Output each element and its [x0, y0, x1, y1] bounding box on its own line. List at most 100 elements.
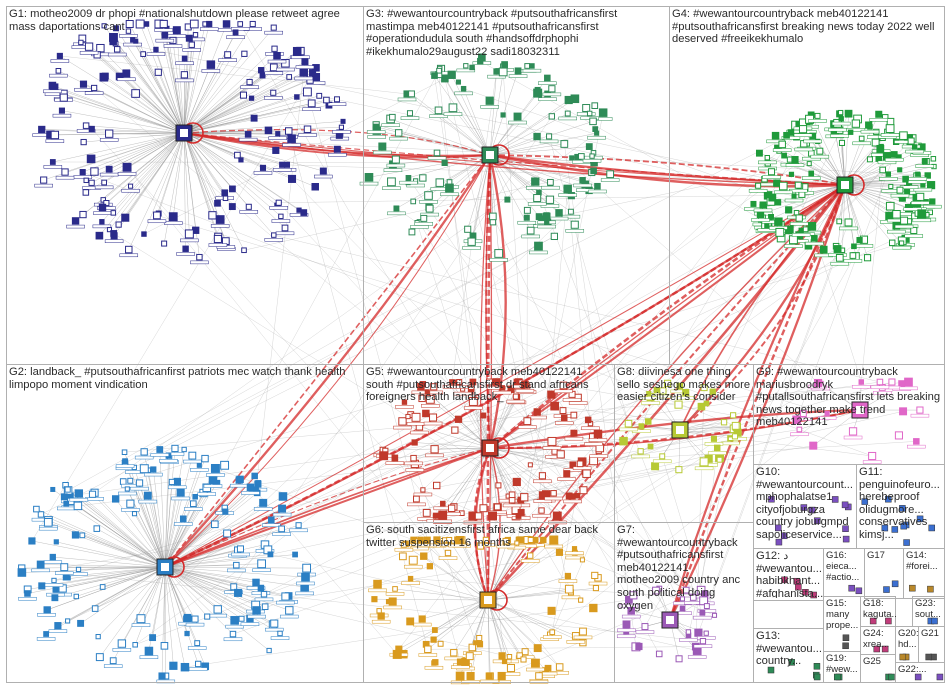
- node-avatar: [392, 586, 398, 592]
- node-avatar: [679, 596, 686, 602]
- node-avatar: [469, 378, 477, 386]
- node-avatar: [848, 129, 854, 135]
- strong-edge: [164, 447, 491, 568]
- node-label-stub: [182, 48, 201, 52]
- node-label-stub: [119, 34, 138, 38]
- node-avatar: [455, 536, 464, 544]
- node-avatar: [61, 168, 69, 176]
- node-label-stub: [565, 229, 585, 233]
- node-avatar: [579, 486, 588, 495]
- edge-g1: [105, 75, 185, 134]
- edge-g1: [183, 132, 278, 134]
- edge-between-groups: [497, 461, 705, 508]
- node-avatar: [234, 588, 243, 597]
- node-label-stub: [276, 67, 295, 72]
- node-avatar: [479, 504, 488, 513]
- node-avatar: [785, 206, 793, 214]
- edge-g5: [414, 442, 491, 449]
- node-avatar: [813, 663, 821, 670]
- node-label-stub: [401, 581, 420, 585]
- node-avatar: [316, 92, 323, 99]
- node-avatar: [780, 532, 788, 540]
- node-avatar: [703, 603, 710, 609]
- node-avatar: [101, 179, 107, 186]
- node-avatar: [113, 46, 121, 53]
- node-label-stub: [199, 27, 219, 31]
- node-label-stub: [385, 591, 405, 596]
- node-avatar: [419, 174, 427, 182]
- node-avatar: [508, 496, 516, 504]
- edge-g2: [121, 566, 166, 644]
- node-avatar: [433, 536, 441, 544]
- node-avatar: [213, 605, 222, 614]
- node-avatar: [806, 161, 812, 167]
- edge-g2: [92, 494, 166, 568]
- node-avatar: [334, 96, 340, 103]
- node-avatar: [619, 436, 628, 446]
- edge-g2: [164, 564, 237, 568]
- node-avatar: [323, 96, 330, 104]
- edge-g1: [183, 71, 304, 134]
- node-avatar: [515, 513, 522, 519]
- node-label-stub: [410, 430, 429, 435]
- node-label-stub: [190, 468, 209, 472]
- edge-g2: [164, 481, 178, 568]
- node-label-stub: [37, 613, 56, 617]
- node-avatar: [696, 585, 706, 595]
- edge-g2: [164, 566, 305, 588]
- node-avatar: [888, 378, 896, 386]
- node-avatar: [100, 197, 106, 203]
- node-label-stub: [589, 454, 608, 458]
- group-frame-g25: [860, 654, 896, 683]
- edge-g1: [156, 132, 185, 216]
- node-label-stub: [99, 172, 119, 177]
- node-avatar: [236, 545, 244, 553]
- node-avatar: [124, 486, 130, 492]
- node-avatar: [208, 211, 217, 220]
- edge-g6: [487, 588, 570, 601]
- node-label-stub: [43, 89, 62, 94]
- node-avatar: [88, 490, 97, 498]
- edge-g4: [844, 181, 910, 186]
- edge-g1: [183, 132, 282, 217]
- hub-avatar-inner: [180, 129, 188, 137]
- node-avatar: [675, 655, 683, 663]
- edge-g3: [467, 154, 491, 230]
- node-label-stub: [76, 129, 96, 133]
- node-avatar: [426, 563, 434, 570]
- node-avatar: [498, 652, 506, 660]
- node-avatar: [259, 164, 267, 171]
- edge-between-groups: [410, 578, 706, 599]
- node-label-stub: [280, 614, 299, 619]
- node-avatar: [714, 444, 721, 452]
- edge-g1: [183, 132, 190, 234]
- node-avatar: [637, 448, 644, 455]
- node-avatar: [556, 450, 565, 459]
- edge-g6: [398, 599, 489, 650]
- edge-g1: [183, 64, 212, 134]
- node-avatar: [441, 74, 449, 83]
- node-avatar: [448, 103, 458, 113]
- node-label-stub: [697, 609, 717, 613]
- node-label-stub: [794, 147, 814, 152]
- node-avatar: [418, 615, 426, 623]
- node-label-stub: [104, 239, 124, 243]
- node-avatar: [292, 46, 302, 56]
- node-avatar: [482, 536, 490, 544]
- edge-g6: [420, 539, 489, 601]
- edge-g1: [183, 54, 228, 134]
- edge-between-groups: [70, 381, 880, 497]
- node-avatar: [755, 182, 762, 189]
- node-avatar: [508, 491, 516, 499]
- node-avatar: [497, 671, 506, 681]
- node-avatar: [185, 34, 193, 42]
- edge-g1: [183, 95, 320, 134]
- node-label-stub: [43, 165, 63, 169]
- strong-edge: [668, 184, 847, 621]
- group-label-g7: G7: #wewantourcountryback #putsouthafric…: [617, 524, 741, 612]
- node-label-stub: [880, 133, 900, 137]
- node-avatar: [287, 134, 296, 143]
- edge-between-groups: [538, 192, 703, 613]
- node-avatar: [579, 627, 587, 636]
- node-avatar: [50, 486, 56, 492]
